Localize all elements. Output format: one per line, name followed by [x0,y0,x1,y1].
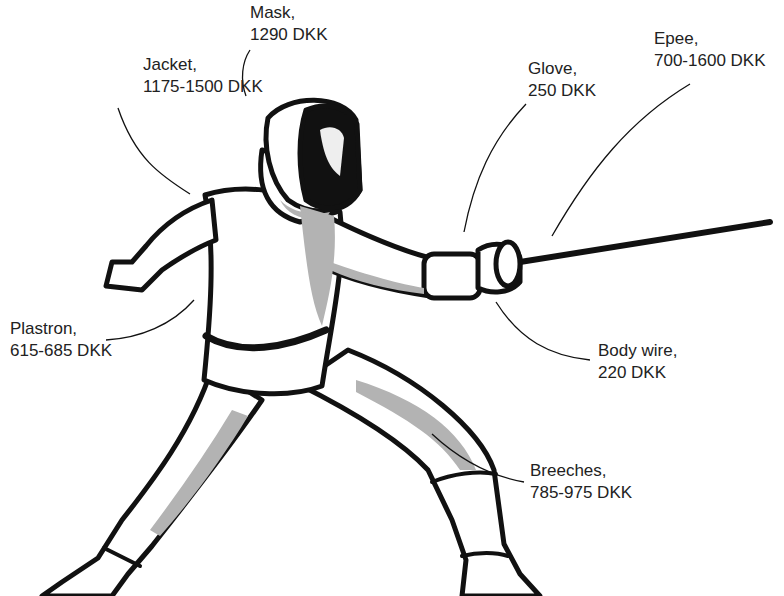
mask-mesh [300,106,360,208]
front-knee-pad [432,472,496,482]
leader-line [552,84,690,236]
front-leg-shade [356,380,476,470]
price-label: Jacket, 1175-1500 DKK [143,54,263,98]
price-label: Breeches, 785-975 DKK [530,460,632,504]
leader-line [496,302,590,360]
leader-line [464,104,526,232]
front-sock-band [462,553,508,556]
leader-line [118,108,190,194]
leader-line [106,300,194,340]
epee-guard [496,242,520,286]
mask-highlight [320,127,344,176]
price-label: Body wire, 220 DKK [598,340,677,384]
price-label: Mask, 1290 DKK [250,2,328,46]
front-leg [298,350,540,596]
mask-shell [266,100,360,211]
back-leg [42,368,262,596]
back-leg-shade [150,410,248,536]
glove-cuff [424,254,480,298]
epee-blade [520,222,770,262]
bib-shade [280,200,330,219]
leader-line [432,434,524,482]
jacket-shade [300,206,335,326]
arm-shade [330,262,424,294]
jacket-torso [204,189,341,394]
breeches-waist [206,330,326,348]
back-arm [106,200,216,290]
price-label: Glove, 250 DKK [528,58,596,102]
price-label: Epee, 700-1600 DKK [654,28,766,72]
front-arm [320,214,430,296]
back-knee-band [104,548,140,566]
price-label: Plastron, 615-685 DKK [10,318,112,362]
